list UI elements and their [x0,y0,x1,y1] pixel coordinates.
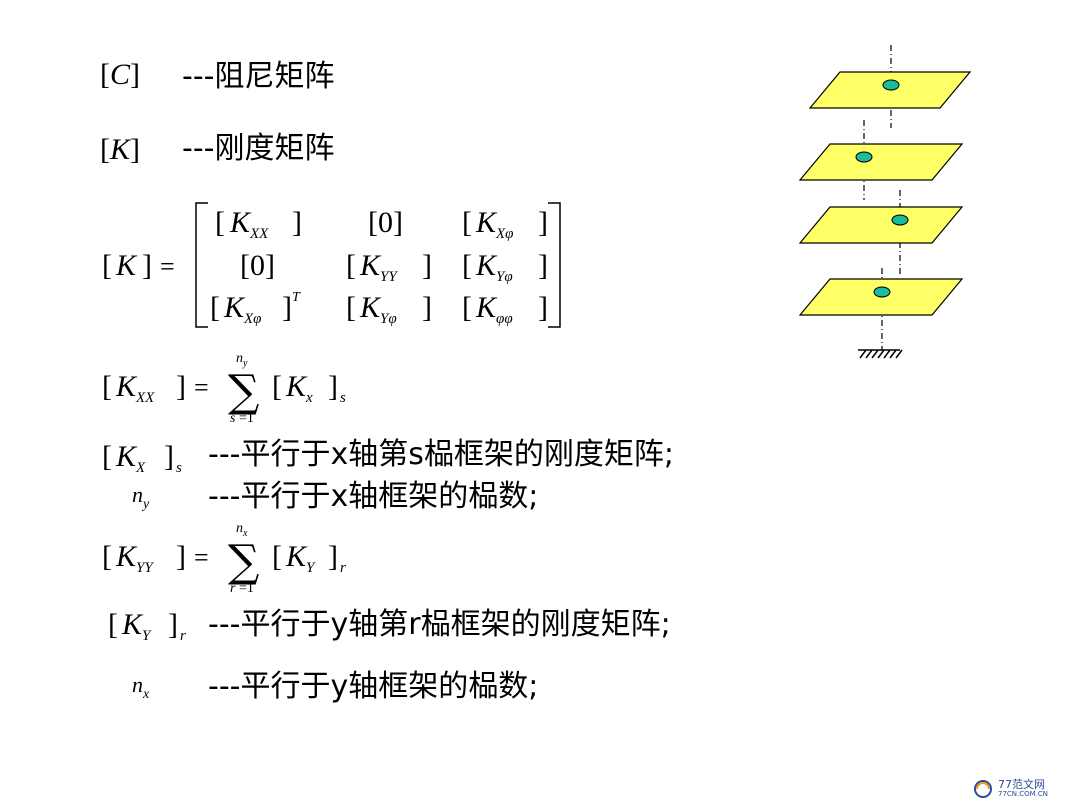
entry-kxx: KXX [229,206,269,242]
sum-kxx-formula: [ KXX ] = ∑ ny s =1 [ Kx ] s [100,348,380,428]
entry-kyphi: KYφ [475,249,513,285]
svg-text:ny: ny [132,482,150,512]
entry-kyy: KYY [359,249,398,285]
svg-text:[: [ [272,370,282,403]
entry-kyy-open: [ [346,249,356,282]
entry-kxphi-open: [ [462,206,472,239]
entry-kxphiT-close: ] [282,291,292,324]
c-matrix-symbol: [C] [100,58,141,91]
svg-text:nx: nx [132,672,150,702]
mass-center-1 [882,79,900,91]
entry-kxphiT-open: [ [210,291,220,324]
ky-r-symbol: [ KY ] r [106,604,216,644]
ny-symbol: ny [130,480,180,516]
ny-svg: ny [132,482,150,512]
matrix-lhs-bracket-close: ] [142,249,152,282]
entry-kxx-open: [ [215,206,225,239]
building-floors-figure [798,45,972,359]
entry-transpose-T: T [292,290,301,305]
entry-kyphi2: KYφ [359,291,397,327]
sum-kxx-lower: s =1 [230,411,254,426]
svg-text:]: ] [168,608,178,641]
entry-zero-21: [0] [240,249,275,282]
svg-text:KX: KX [115,440,146,476]
nx-symbol: nx [130,670,180,706]
entry-kyphi2-close: ] [422,291,432,324]
ky-r-svg: [ KY ] r [108,608,186,644]
sum-kxx-equals: = [194,373,209,402]
sum-kyy-sigma: ∑ [228,536,259,587]
sum-kxx-index: s [340,390,346,406]
entry-kyy-close: ] [422,249,432,282]
watermark-logo: 77范文网 77CN.COM.CN [972,776,1072,804]
sum-kyy-lhs: KYY [115,540,154,576]
svg-text:[: [ [102,370,112,403]
c-matrix-desc: ---阻尼矩阵 [182,59,335,94]
svg-text:]: ] [328,370,338,403]
sum-kxx-term: Kx [285,370,313,406]
watermark-swirl-icon [974,780,992,798]
sum-kxx-svg: [ KXX ] = ∑ ny s =1 [ Kx ] s [102,351,346,426]
matrix-svg: [ K ] = [ KXX ] [0] [ KXφ ] [0] [ KYY ] … [102,202,561,328]
svg-text:[: [ [272,540,282,573]
sum-kyy-svg: [ KYY ] = ∑ nx r =1 [ KY ] r [102,521,346,596]
matrix-big-bracket-right [548,202,561,328]
floor-slab-2 [798,143,964,181]
entry-kxx-close: ] [292,206,302,239]
ky-r-desc: ---平行于y轴第r榀框架的刚度矩阵; [208,607,671,642]
matrix-lhs-bracket-open: [ [102,249,112,282]
svg-text:s: s [176,460,182,476]
entry-kphiphi-close: ] [538,291,548,324]
sum-kyy-index: r [340,560,346,576]
watermark-line1: 77范文网 [998,778,1045,791]
entry-zero-12: [0] [368,206,403,239]
svg-text:[: [ [102,440,112,473]
k-matrix-desc: ---刚度矩阵 [182,131,335,166]
svg-text:]: ] [176,370,186,403]
sum-kyy-formula: [ KYY ] = ∑ nx r =1 [ KY ] r [100,518,380,598]
k-matrix-symbol: [K] [100,133,141,166]
matrix-equals: = [160,252,175,281]
mass-center-4 [873,286,891,298]
svg-text:]: ] [328,540,338,573]
matrix-big-bracket-left [195,202,208,328]
fixed-support-icon [858,349,903,359]
nx-svg: nx [132,672,150,702]
entry-kyphi-close: ] [538,249,548,282]
entry-kxphiT: KXφ [223,291,261,327]
nx-desc: ---平行于y轴框架的榀数; [208,669,539,704]
svg-text:[: [ [102,540,112,573]
entry-kphiphi: Kφφ [475,291,513,327]
entry-kphiphi-open: [ [462,291,472,324]
mass-center-3 [891,214,909,226]
svg-text:r: r [180,628,186,644]
sum-kyy-equals: = [194,543,209,572]
kx-s-symbol: [ KX ] s [100,436,210,476]
sum-kxx-sigma: ∑ [228,366,259,417]
sum-kyy-term: KY [285,540,316,576]
entry-kxphi: KXφ [475,206,513,242]
svg-text:]: ] [176,540,186,573]
svg-text:]: ] [164,440,174,473]
sum-kxx-lhs: KXX [115,370,155,406]
entry-kyphi-open: [ [462,249,472,282]
matrix-lhs: K [115,249,138,282]
floor-slab-3 [798,206,964,244]
sum-kyy-lower: r =1 [230,581,254,596]
kx-s-svg: [ KX ] s [102,440,182,476]
entry-kyphi2-open: [ [346,291,356,324]
mass-center-2 [855,151,873,163]
kx-s-desc: ---平行于x轴第s榀框架的刚度矩阵; [208,437,674,472]
svg-text:KY: KY [121,608,152,644]
stiffness-block-matrix: [ K ] = [ KXX ] [0] [ KXφ ] [0] [ KYY ] … [100,195,570,335]
svg-text:[: [ [108,608,118,641]
watermark-line2: 77CN.COM.CN [998,790,1049,798]
ny-desc: ---平行于x轴框架的榀数; [208,479,539,514]
entry-kxphi-close: ] [538,206,548,239]
